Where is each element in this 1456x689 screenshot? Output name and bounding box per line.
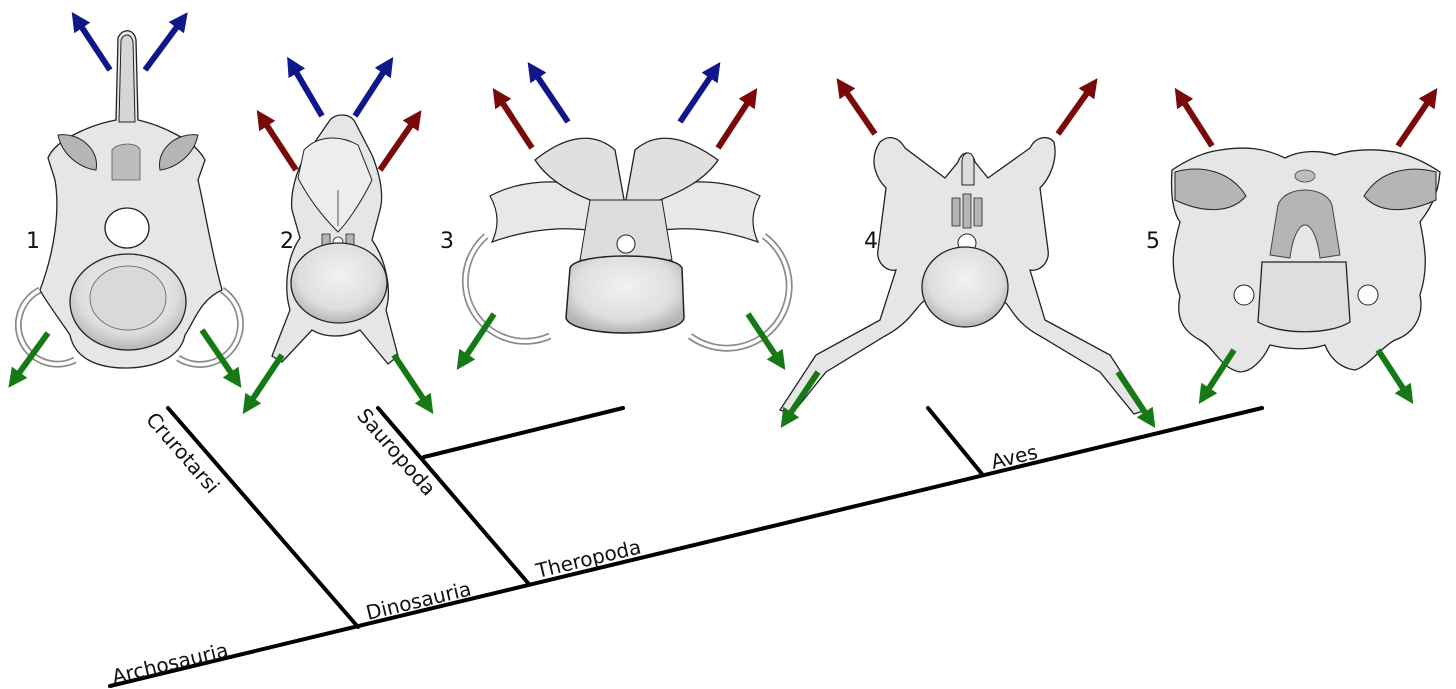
arrow-green-icon [394,355,428,406]
sauropoda-sub-branch [424,408,623,457]
clade-label-dinosauria: Dinosauria [364,576,474,624]
vertebra-3-icon [465,138,789,348]
neural-spine [962,153,974,185]
clade-labels: Archosauria Crurotarsi Dinosauria Saurop… [110,404,1040,689]
sauropoda-branch [378,408,528,583]
arrow-red-icon [498,96,532,148]
clade-label-sauropoda: Sauropoda [352,404,441,501]
phylogenetic-tree [110,408,1262,686]
neural-canal [617,235,635,253]
foramen-left [1234,285,1254,305]
clade-label-archosauria: Archosauria [110,638,231,689]
specimen-number-5: 5 [1146,229,1160,254]
arrow-red-icon [718,96,752,148]
foramen-right [1358,285,1378,305]
arrow-blue-icon [77,20,110,70]
centrum [566,256,684,333]
specimen-number-1: 1 [26,229,40,254]
arrow-green-icon [1378,350,1408,396]
arrow-green-icon [248,355,282,406]
pneumatic-foramina [952,194,982,228]
vertebra-5-icon [1172,148,1440,372]
specimen-number-2: 2 [280,229,294,254]
specimen-number-4: 4 [864,229,878,254]
arrow-blue-icon [680,70,715,122]
aves-branch [928,408,982,474]
arrow-red-icon [1398,96,1432,146]
articulation-ring-right [690,236,789,348]
arrow-red-icon [842,86,875,134]
arrow-blue-icon [292,65,322,116]
clade-label-aves: Aves [989,440,1040,474]
neural-spine-cap [1295,170,1315,182]
vertebra-1-icon [18,31,240,368]
arrow-blue-icon [533,70,568,122]
arrow-red-icon [1180,96,1212,146]
neural-canal-shade [112,144,140,180]
centrum [1258,262,1350,332]
centrum-face [90,266,166,330]
specimen-number-3: 3 [440,229,454,254]
articulation-ring-left-inner [465,236,550,341]
arrow-blue-icon [145,20,182,70]
vertebra-4-icon [780,138,1146,414]
arrow-red-icon [262,118,296,170]
arrow-red-icon [380,118,416,170]
arrow-red-icon [1058,86,1092,134]
arrow-blue-icon [355,65,388,116]
centrum [922,247,1008,327]
articulation-ring-left [465,236,550,341]
centrum [291,243,387,323]
crurotarsi-branch [168,408,358,627]
clade-label-crurotarsi: Crurotarsi [141,408,224,499]
clade-label-theropoda: Theropoda [533,535,644,584]
neural-spine [119,35,135,122]
tree-trunk [110,408,1262,686]
neural-canal [105,208,149,248]
